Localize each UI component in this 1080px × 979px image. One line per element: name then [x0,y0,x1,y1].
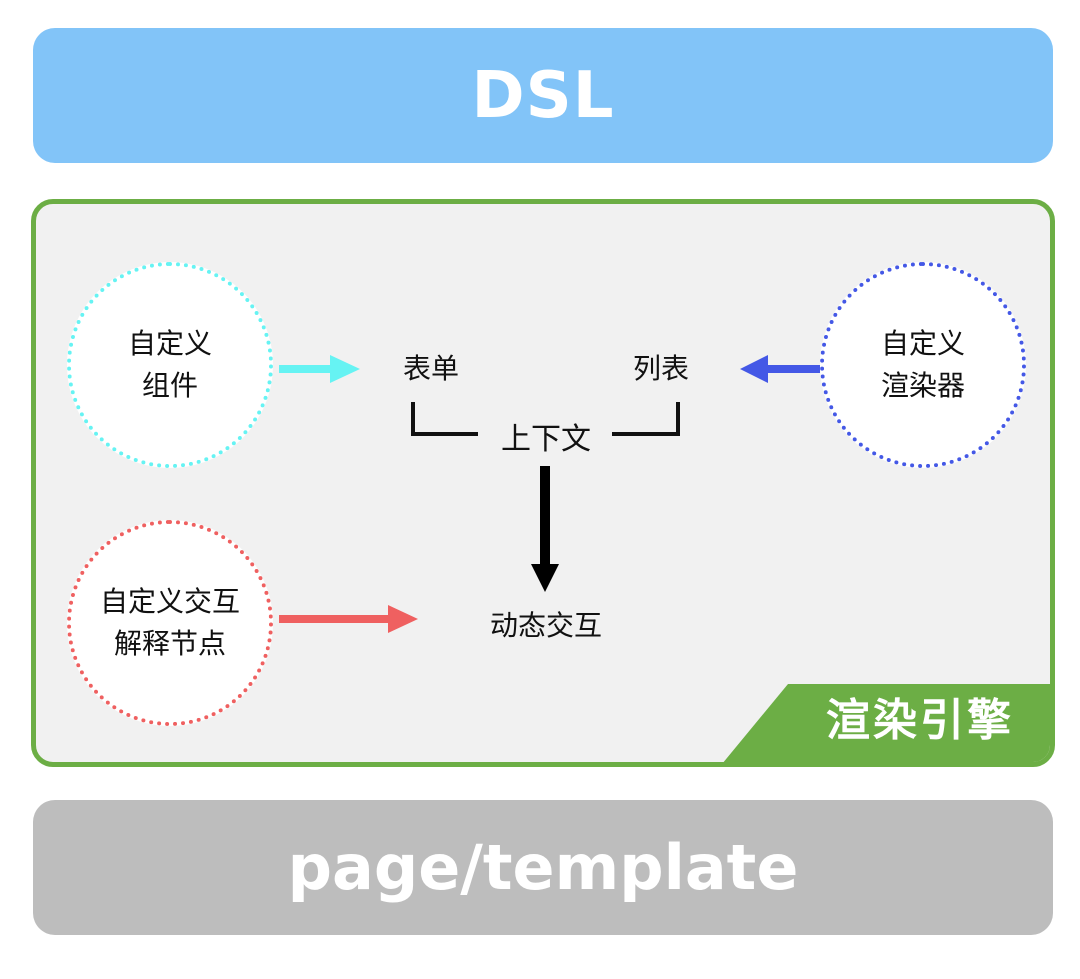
custom-component-node: 自定义 组件 [67,262,273,468]
context-bracket [411,402,680,436]
arrow-renderer-to-list [740,355,820,383]
dynamic-interaction-label: 动态交互 [489,609,602,642]
custom-interaction-node: 自定义交互 解释节点 [67,520,273,726]
list-label: 列表 [632,352,689,385]
arrow-interaction-to-dynamic [279,605,418,633]
page-template-label: page/template [287,831,799,904]
custom-renderer-line1: 自定义 [880,327,965,360]
list-node: 列表 [588,332,734,402]
dsl-label: DSL [471,58,615,133]
custom-interaction-line1: 自定义交互 [99,585,240,618]
form-node: 表单 [358,332,504,402]
custom-renderer-node: 自定义 渲染器 [820,262,1026,468]
arrow-component-to-form [279,355,360,383]
dynamic-interaction-node: 动态交互 [414,589,678,659]
render-engine-label: 渲染引擎 [826,695,1014,746]
dsl-layer: DSL [33,28,1053,163]
custom-renderer-line2: 渲染器 [880,369,965,402]
custom-interaction-line2: 解释节点 [113,627,226,660]
form-label: 表单 [402,352,459,385]
page-template-layer: page/template [33,800,1053,935]
context-label: 上下文 [501,422,591,457]
arrow-context-to-dynamic [531,466,559,592]
custom-component-line1: 自定义 [127,327,212,360]
custom-component-line2: 组件 [141,369,198,402]
